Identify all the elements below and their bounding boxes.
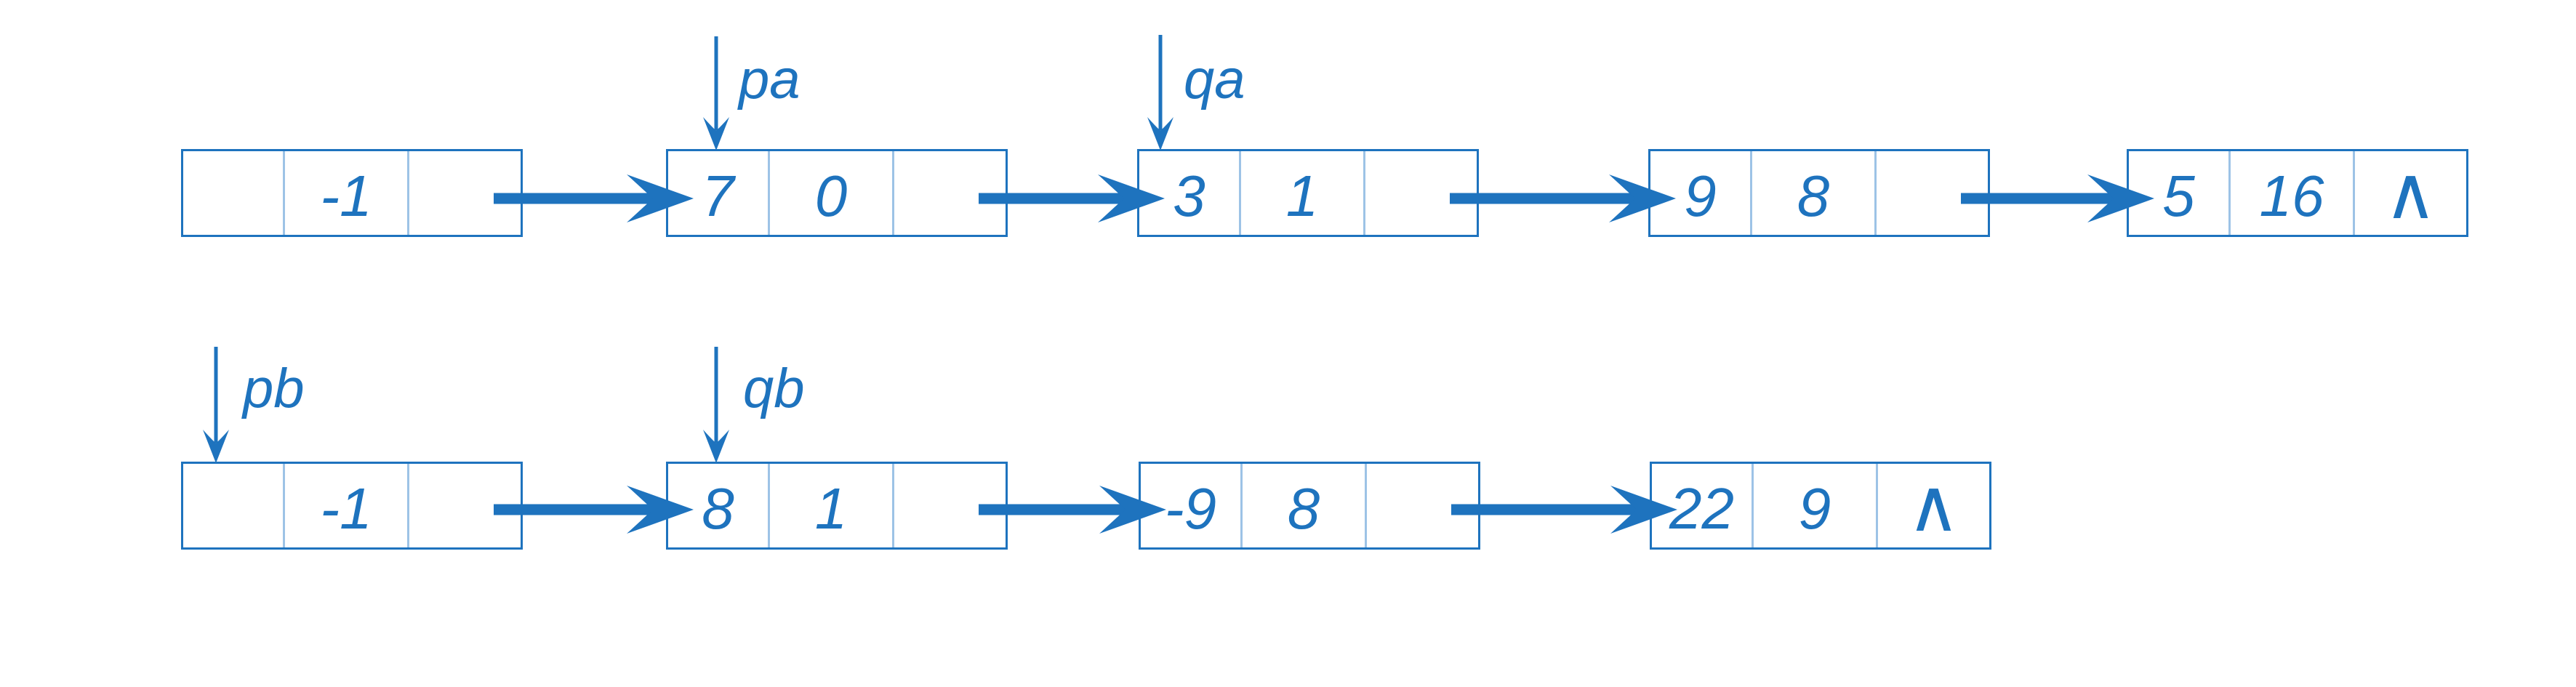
node-cell: 9 — [1752, 464, 1876, 547]
node-cell: 0 — [768, 151, 892, 235]
node-cell — [1365, 464, 1478, 547]
pointer-label-qb: qb — [743, 358, 805, 419]
node-cell: -1 — [283, 464, 407, 547]
list-a-node-4: 9 8 — [1648, 149, 1990, 237]
list-a-node-5: 5 16 ∧ — [2127, 149, 2468, 237]
node-cell — [183, 464, 283, 547]
list-b-node-3: -9 8 — [1139, 462, 1480, 550]
node-cell: 9 — [1684, 163, 1717, 228]
pointer-arrow-pa — [703, 36, 729, 150]
link-arrow-a1-a2 — [494, 174, 694, 222]
link-arrow-b1-b2 — [494, 486, 694, 534]
list-a-node-3: 3 1 — [1137, 149, 1479, 237]
node-cell: 8 — [1750, 151, 1874, 235]
node-cell: 8 — [1240, 464, 1365, 547]
node-cell: 3 — [1173, 163, 1205, 228]
node-cell — [183, 151, 283, 235]
node-cell — [407, 151, 521, 235]
null-marker: ∧ — [1876, 464, 1989, 547]
pointer-label-qa: qa — [1184, 49, 1245, 111]
list-b-node-4: 22 9 ∧ — [1650, 462, 1991, 550]
node-cell: 7 — [702, 163, 734, 228]
list-b-node-1: -1 — [181, 462, 523, 550]
node-cell — [892, 464, 1006, 547]
null-marker: ∧ — [2353, 151, 2466, 235]
node-cell: 1 — [1239, 151, 1363, 235]
list-a-node-2: 7 0 — [666, 149, 1008, 237]
pointer-arrow-qb — [703, 347, 729, 463]
pointer-arrow-pb — [203, 347, 229, 463]
node-cell — [892, 151, 1006, 235]
node-cell: -1 — [283, 151, 407, 235]
node-cell — [1874, 151, 1988, 235]
pointer-label-pb: pb — [243, 358, 305, 419]
node-cell: 8 — [702, 475, 734, 541]
node-cell: 22 — [1669, 475, 1734, 541]
node-cell — [407, 464, 521, 547]
node-cell: 16 — [2228, 151, 2353, 235]
pointer-arrow-qa — [1147, 35, 1173, 150]
list-a-node-1: -1 — [181, 149, 523, 237]
link-arrow-a3-a4 — [1450, 174, 1676, 222]
node-cell: 5 — [2162, 163, 2195, 228]
node-cell — [1363, 151, 1477, 235]
list-b-node-2: 8 1 — [666, 462, 1008, 550]
node-cell: 1 — [768, 464, 892, 547]
node-cell: -9 — [1164, 475, 1217, 541]
link-arrow-b3-b4 — [1451, 486, 1677, 534]
pointer-label-pa: pa — [739, 49, 801, 111]
